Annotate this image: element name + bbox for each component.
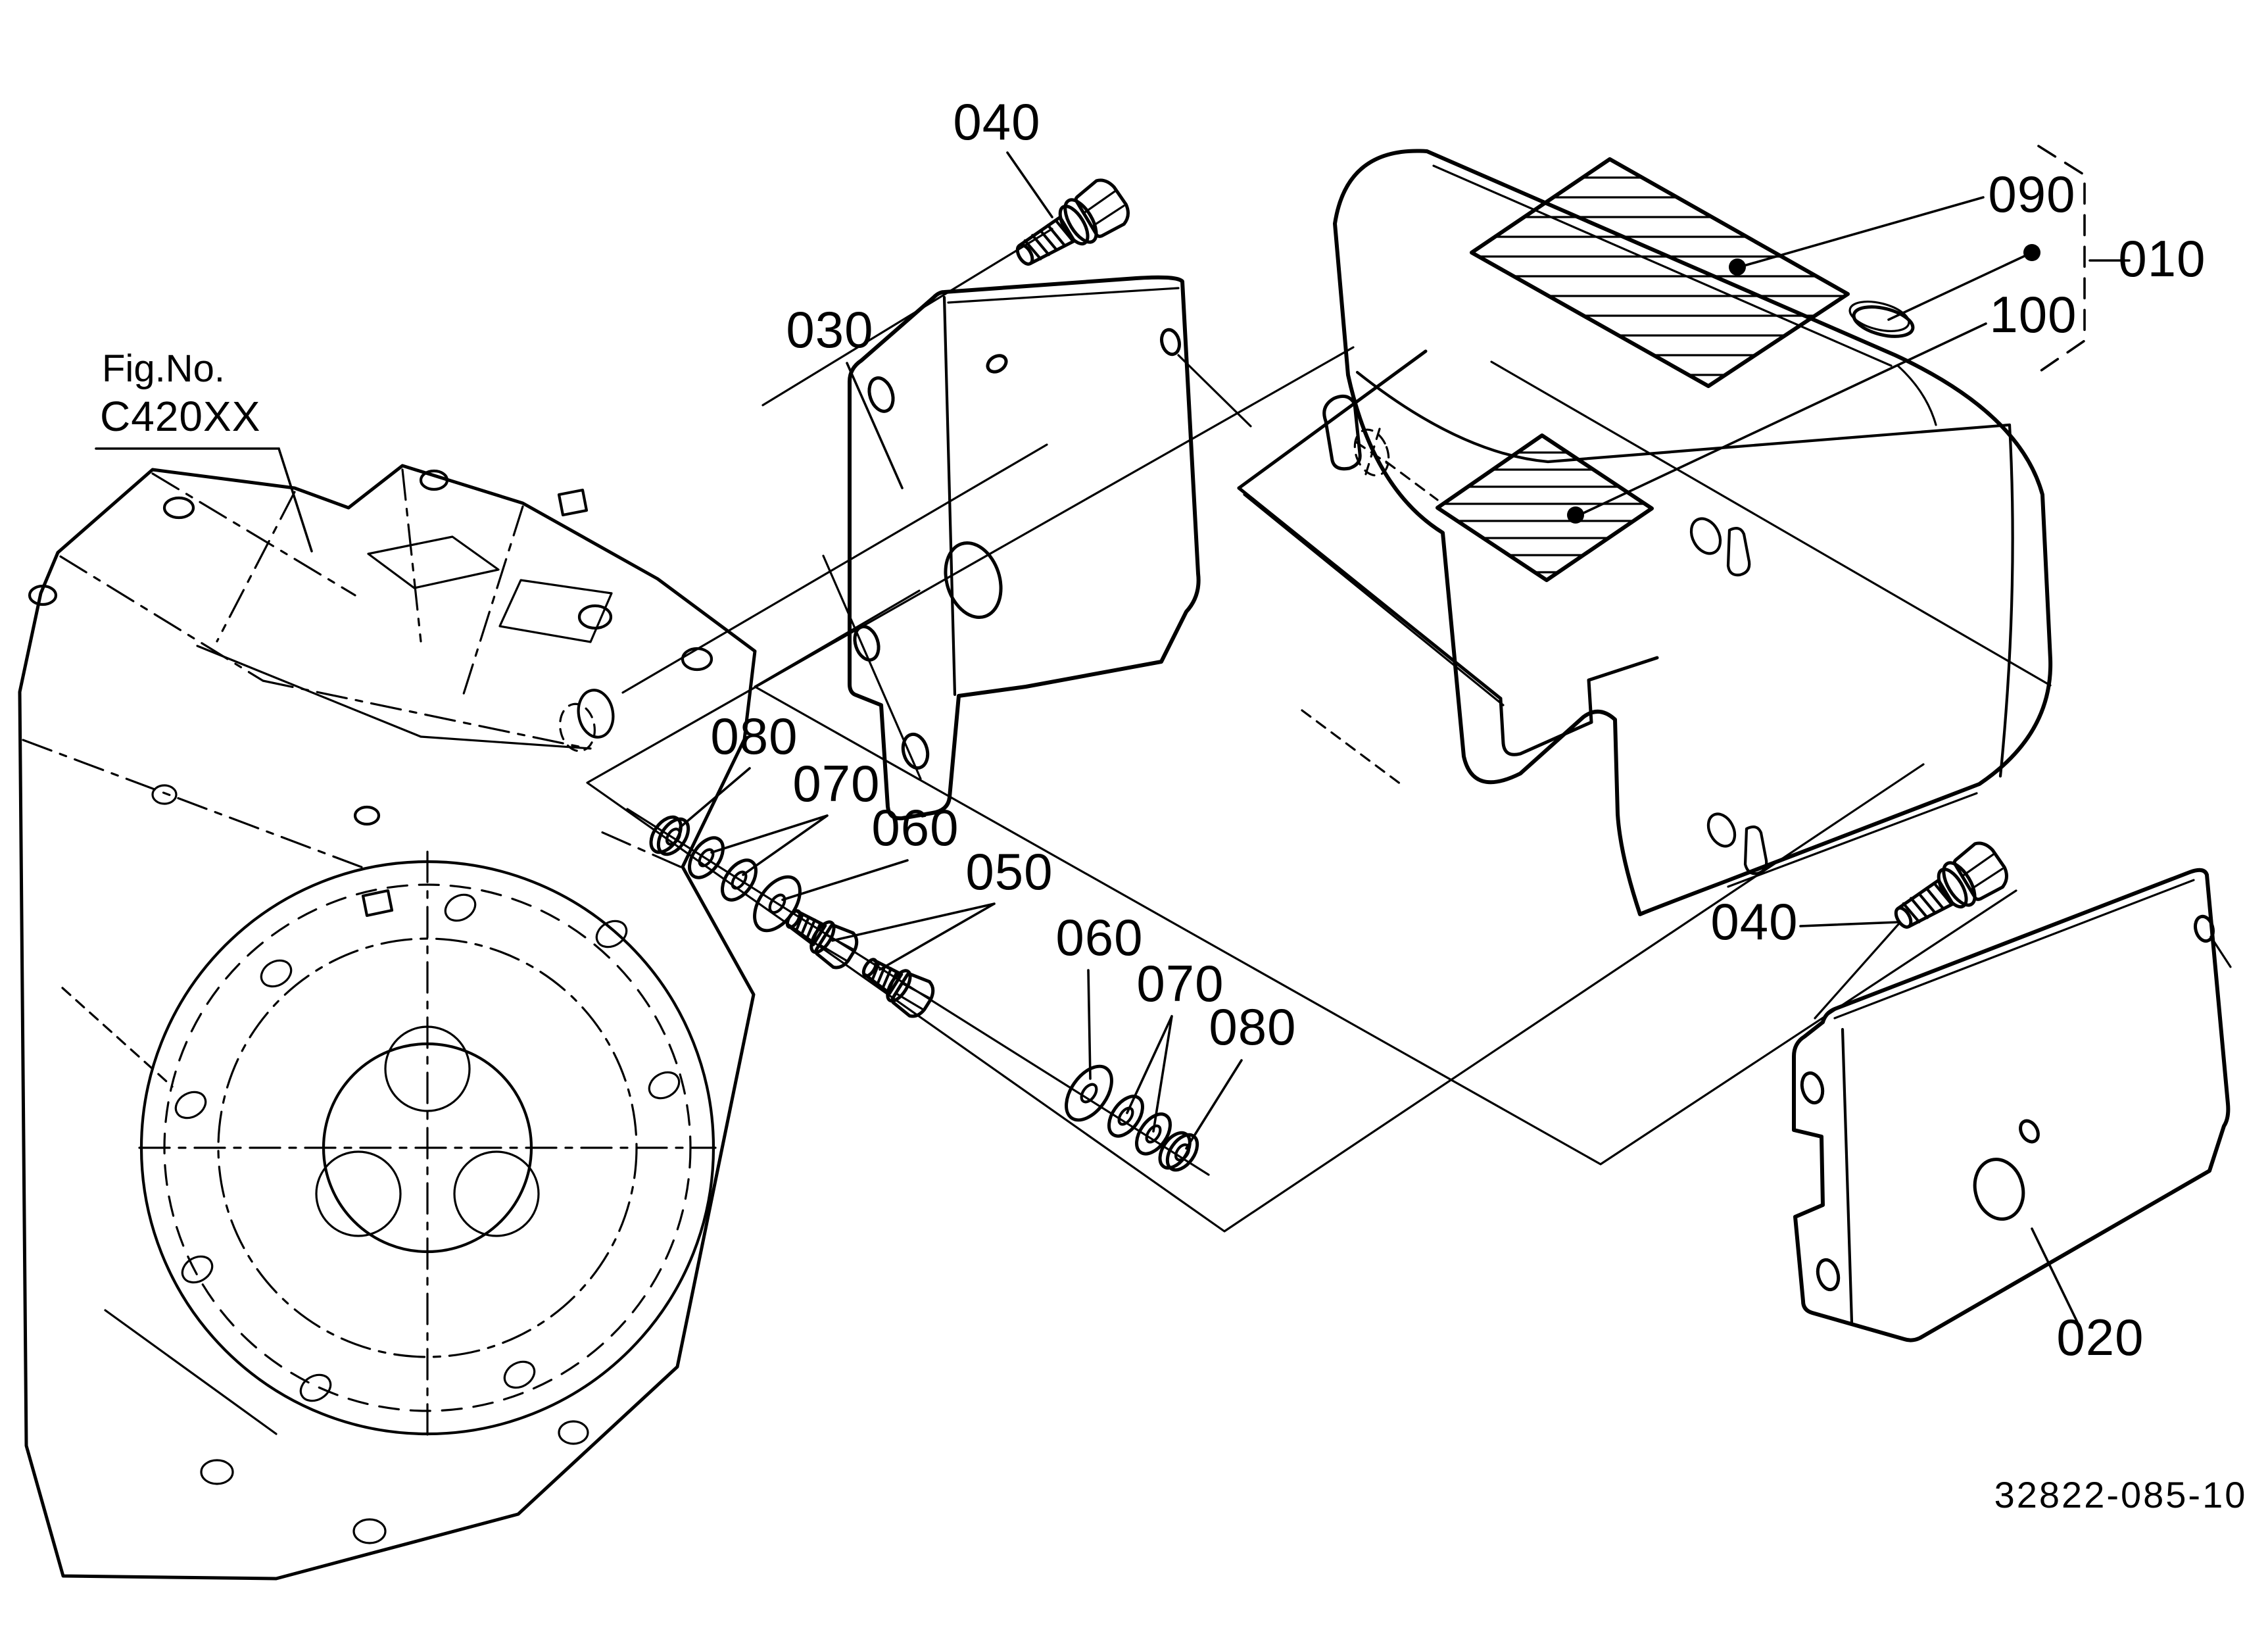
callout-080-nut-a: 080: [710, 707, 798, 765]
figure-number-code: C420XX: [100, 393, 260, 440]
callout-020-bracket-right: 020: [2056, 1308, 2144, 1366]
hardware-chain-drawing: [649, 815, 1199, 1172]
callout-060-washer-a: 060: [871, 799, 959, 856]
callout-100-pad-bottom: 100: [1989, 285, 2077, 343]
pad-090-drawing: [1470, 157, 1850, 388]
pad-100-drawing: [1436, 433, 1654, 582]
bolt-040-top-drawing: [1015, 178, 1130, 266]
callout-080-nut-b: 080: [1209, 998, 1296, 1056]
group-bracket-010: [2037, 145, 2086, 374]
bracket-030-drawing: [848, 275, 1201, 821]
shelf-plate-drawing: [1237, 349, 1659, 785]
callout-060-washer-b: 060: [1055, 908, 1143, 966]
callout-040-right-bolt: 040: [1710, 893, 1798, 950]
callout-070-washer-a: 070: [792, 754, 880, 812]
bolt-040-right-drawing: [1894, 841, 2008, 929]
drawing-number: 32822-085-10: [1994, 1474, 2248, 1515]
bracket-020-drawing: [1792, 868, 2232, 1342]
callout-030-bracket-left: 030: [786, 301, 873, 358]
leader-lines: [95, 145, 2131, 1325]
callout-040-top-bolt: 040: [953, 93, 1040, 151]
cover-drawing: [1333, 149, 2053, 916]
alignment-lines: [586, 228, 2052, 1233]
engine-housing-drawing: [18, 464, 757, 1581]
callout-050-bolts: 050: [965, 843, 1053, 900]
callout-090-pad-top: 090: [1988, 165, 2075, 223]
callout-010-cover-assembly: 010: [2118, 230, 2206, 287]
figure-number-label: Fig.No.: [102, 347, 225, 390]
callout-070-washer-b: 070: [1136, 954, 1224, 1012]
